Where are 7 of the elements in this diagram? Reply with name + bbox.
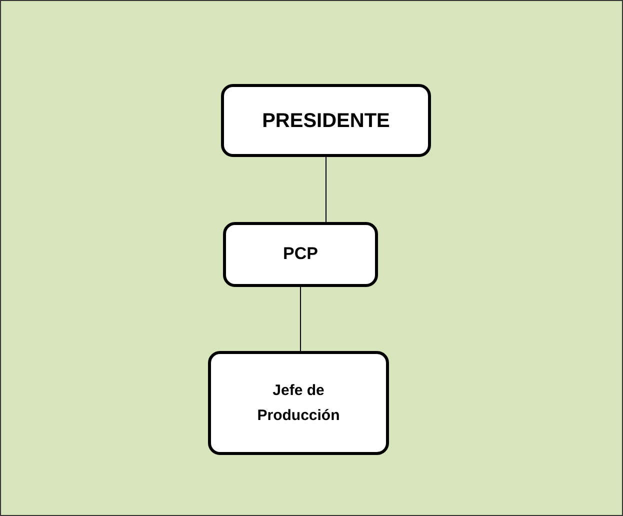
- box-label: PCP: [282, 243, 319, 266]
- org-box: [208, 351, 389, 455]
- org-box: [221, 84, 431, 157]
- box-label: PRESIDENTE: [261, 108, 391, 134]
- box-label: Jefe de Producción: [256, 380, 341, 426]
- connector-line: [300, 286, 301, 352]
- org-box: [223, 222, 378, 287]
